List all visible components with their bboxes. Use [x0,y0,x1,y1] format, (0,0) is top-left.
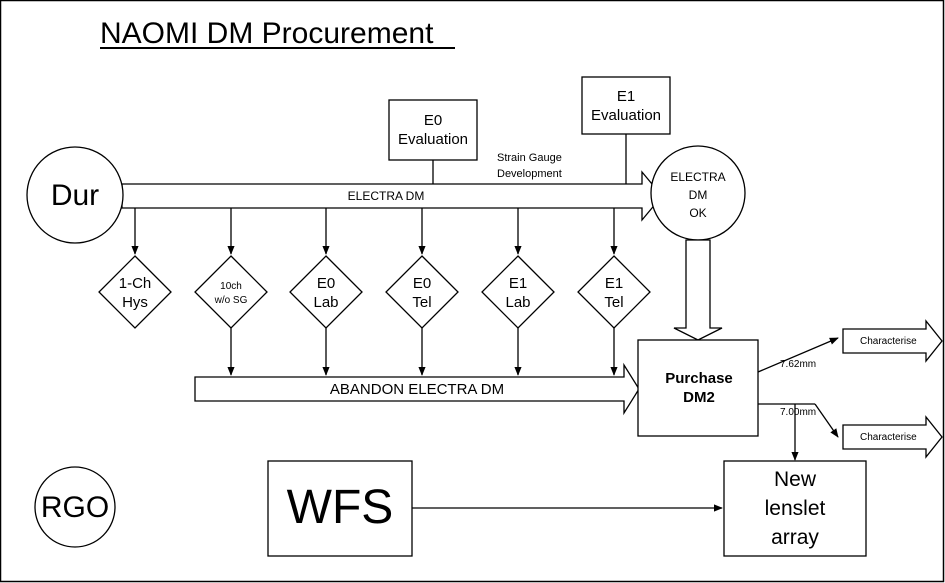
page-title: NAOMI DM Procurement [100,17,434,50]
abandon-electra-label: ABANDON ELECTRA DM [330,381,504,398]
e1-evaluation-box [581,76,671,135]
size-700-label: 7.00mm [780,407,816,418]
test-diamond-1ch-hys [98,255,172,329]
test-label-line1: E0 [413,275,431,292]
abandon-electra-arrow [194,362,640,416]
test-diamond-e0-tel [385,255,459,329]
test-label-line2: Lab [505,294,530,311]
test-label-line1: E0 [317,275,335,292]
characterise-label-2: Characterise [860,432,917,443]
test-label-line2: Tel [604,294,623,311]
test-label-line1: 1-Ch [119,275,152,292]
characterise-label-1: Characterise [860,336,917,347]
e1-evaluation-line2: Evaluation [591,107,661,124]
electra-dm-label: ELECTRA DM [348,189,425,203]
electra-ok-line3: OK [689,206,706,220]
wfs-box [267,460,413,557]
branch-700-to-characterise [814,403,839,438]
size-762-label: 7.62mm [780,359,816,370]
e0-evaluation-box [388,99,478,161]
lenslet-array-box [723,460,867,557]
rgo-label: RGO [41,491,109,524]
ok-to-purchase-arrow [673,239,723,341]
dur-node [26,146,124,244]
test-label-line2: Tel [412,294,431,311]
test-label-line1: E1 [605,275,623,292]
abandon-connectors [227,328,618,376]
electra-ok-line2: DM [689,188,708,202]
test-label-line1: 10ch [220,281,242,292]
purchase-line2: DM2 [683,389,715,406]
strain-gauge-line2: Development [497,168,562,180]
wfs-label: WFS [287,481,394,534]
lenslet-line2: lenslet [765,497,826,520]
test-diamonds: 1-Ch Hys 10ch w/o SG E0 Lab E0 Tel E1 La… [98,255,651,329]
lenslet-line1: New [774,468,817,491]
test-branches [131,208,618,255]
test-label-line2: w/o SG [214,295,248,306]
electra-ok-line1: ELECTRA [670,170,725,184]
test-label-line2: Hys [122,294,148,311]
purchase-line1: Purchase [665,370,733,387]
electra-dm-arrow [121,170,663,222]
strain-gauge-line1: Strain Gauge [497,152,562,164]
test-diamond-10ch [194,255,268,329]
test-label-line1: E1 [509,275,527,292]
characterise-arrow-1 [842,319,943,363]
test-diamond-e0-lab [289,255,363,329]
e0-evaluation-line2: Evaluation [398,131,468,148]
test-diamond-e1-lab [481,255,555,329]
e1-evaluation-line1: E1 [617,88,635,105]
purchase-dm2-box [637,339,759,437]
rgo-node [34,466,116,548]
test-label-line2: Lab [313,294,338,311]
lenslet-line3: array [771,526,819,549]
e0-evaluation-line1: E0 [424,112,442,129]
characterise-arrow-2 [842,415,943,459]
branch-762-line [757,337,839,373]
test-diamond-e1-tel [577,255,651,329]
dur-label: Dur [51,179,99,212]
